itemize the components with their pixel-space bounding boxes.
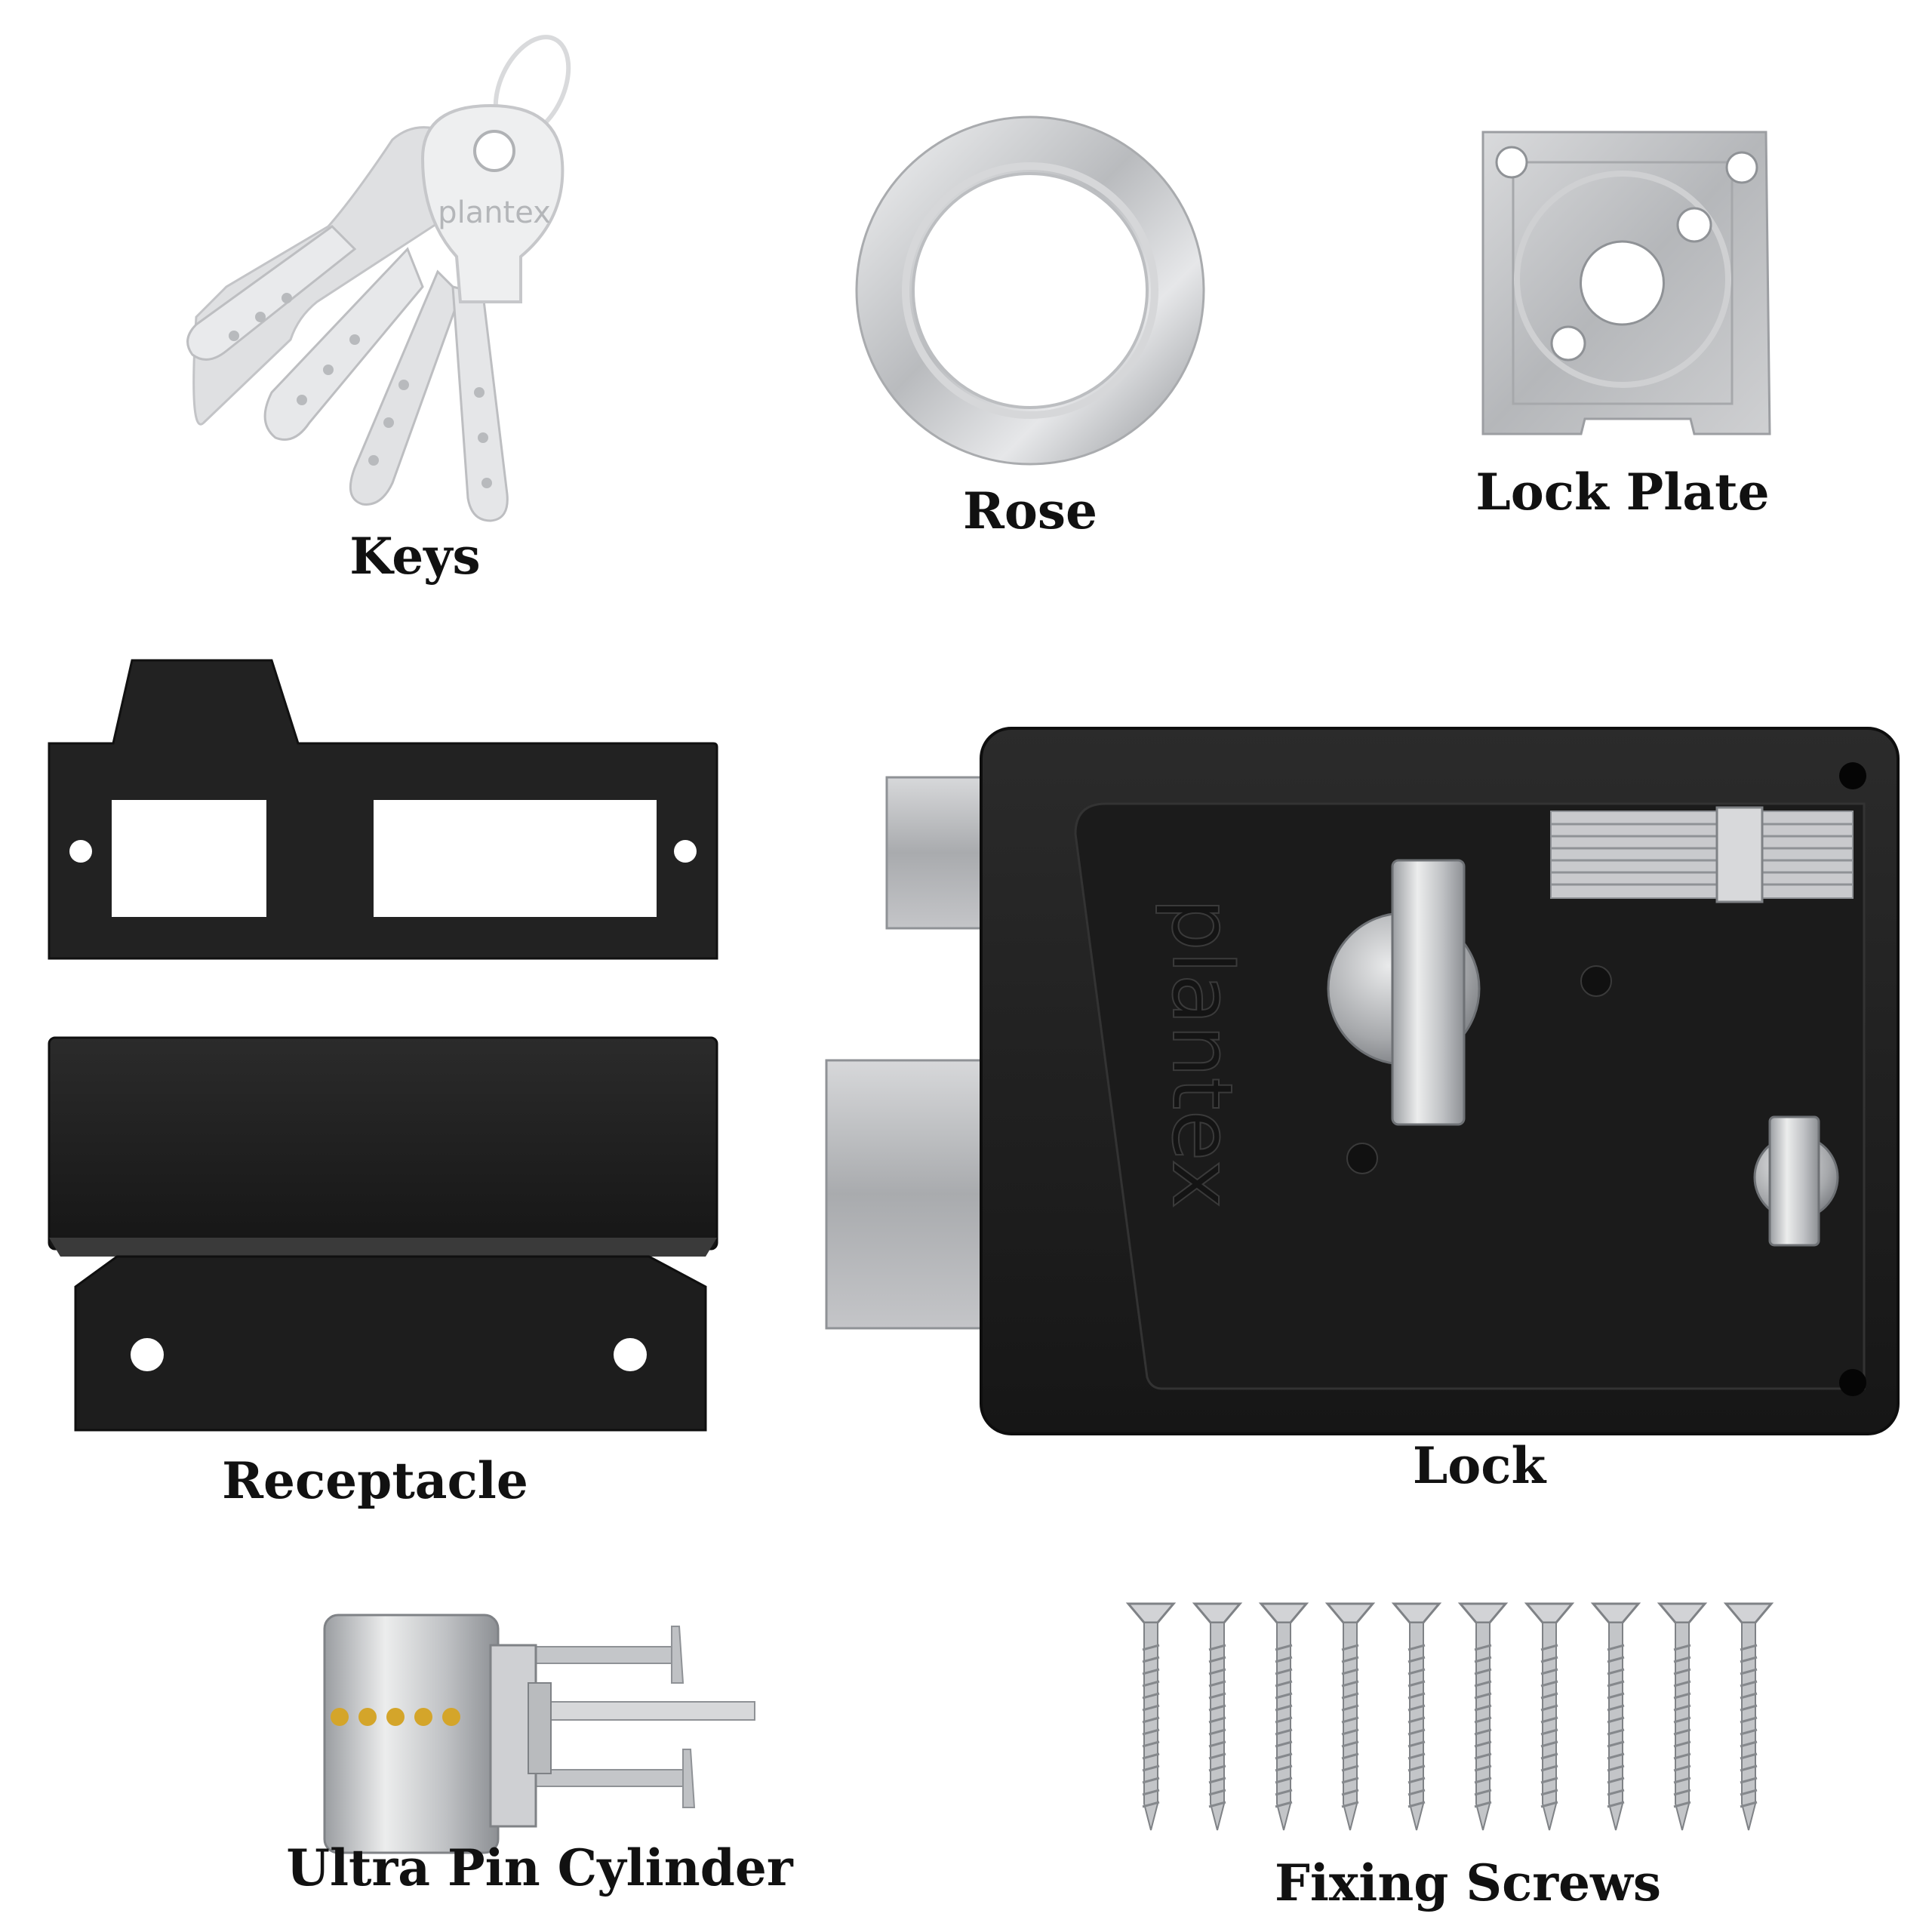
label-receptacle: Receptacle: [222, 1451, 528, 1510]
label-lock-plate: Lock Plate: [1475, 463, 1769, 521]
label-cylinder: Ultra Pin Cylinder: [286, 1838, 793, 1897]
screw: [1125, 1602, 1177, 1831]
label-screws: Fixing Screws: [1275, 1854, 1661, 1912]
screw: [1391, 1602, 1442, 1831]
key-brand-logo: plantex: [438, 195, 551, 230]
screw: [1258, 1602, 1309, 1831]
screws-illustration: [1125, 1602, 1774, 1831]
screw: [1457, 1602, 1509, 1831]
keys-illustration: plantex: [186, 35, 571, 522]
label-rose: Rose: [963, 481, 1097, 540]
screw: [1524, 1602, 1575, 1831]
lock-plate-illustration: [1481, 131, 1771, 435]
lock-illustration: plantex: [825, 727, 1900, 1435]
lock-brand-logo: plantex: [1154, 898, 1251, 1208]
rose-illustration: [855, 115, 1205, 466]
receptacle-illustration: [48, 659, 718, 1432]
screw: [1192, 1602, 1243, 1831]
cylinder-illustration: [323, 1614, 755, 1854]
label-keys: Keys: [349, 527, 480, 586]
lock-slider: [1550, 806, 1854, 903]
screw: [1590, 1602, 1641, 1831]
screw: [1657, 1602, 1708, 1831]
screw: [1324, 1602, 1376, 1831]
screw: [1723, 1602, 1774, 1831]
label-lock: Lock: [1413, 1436, 1547, 1495]
